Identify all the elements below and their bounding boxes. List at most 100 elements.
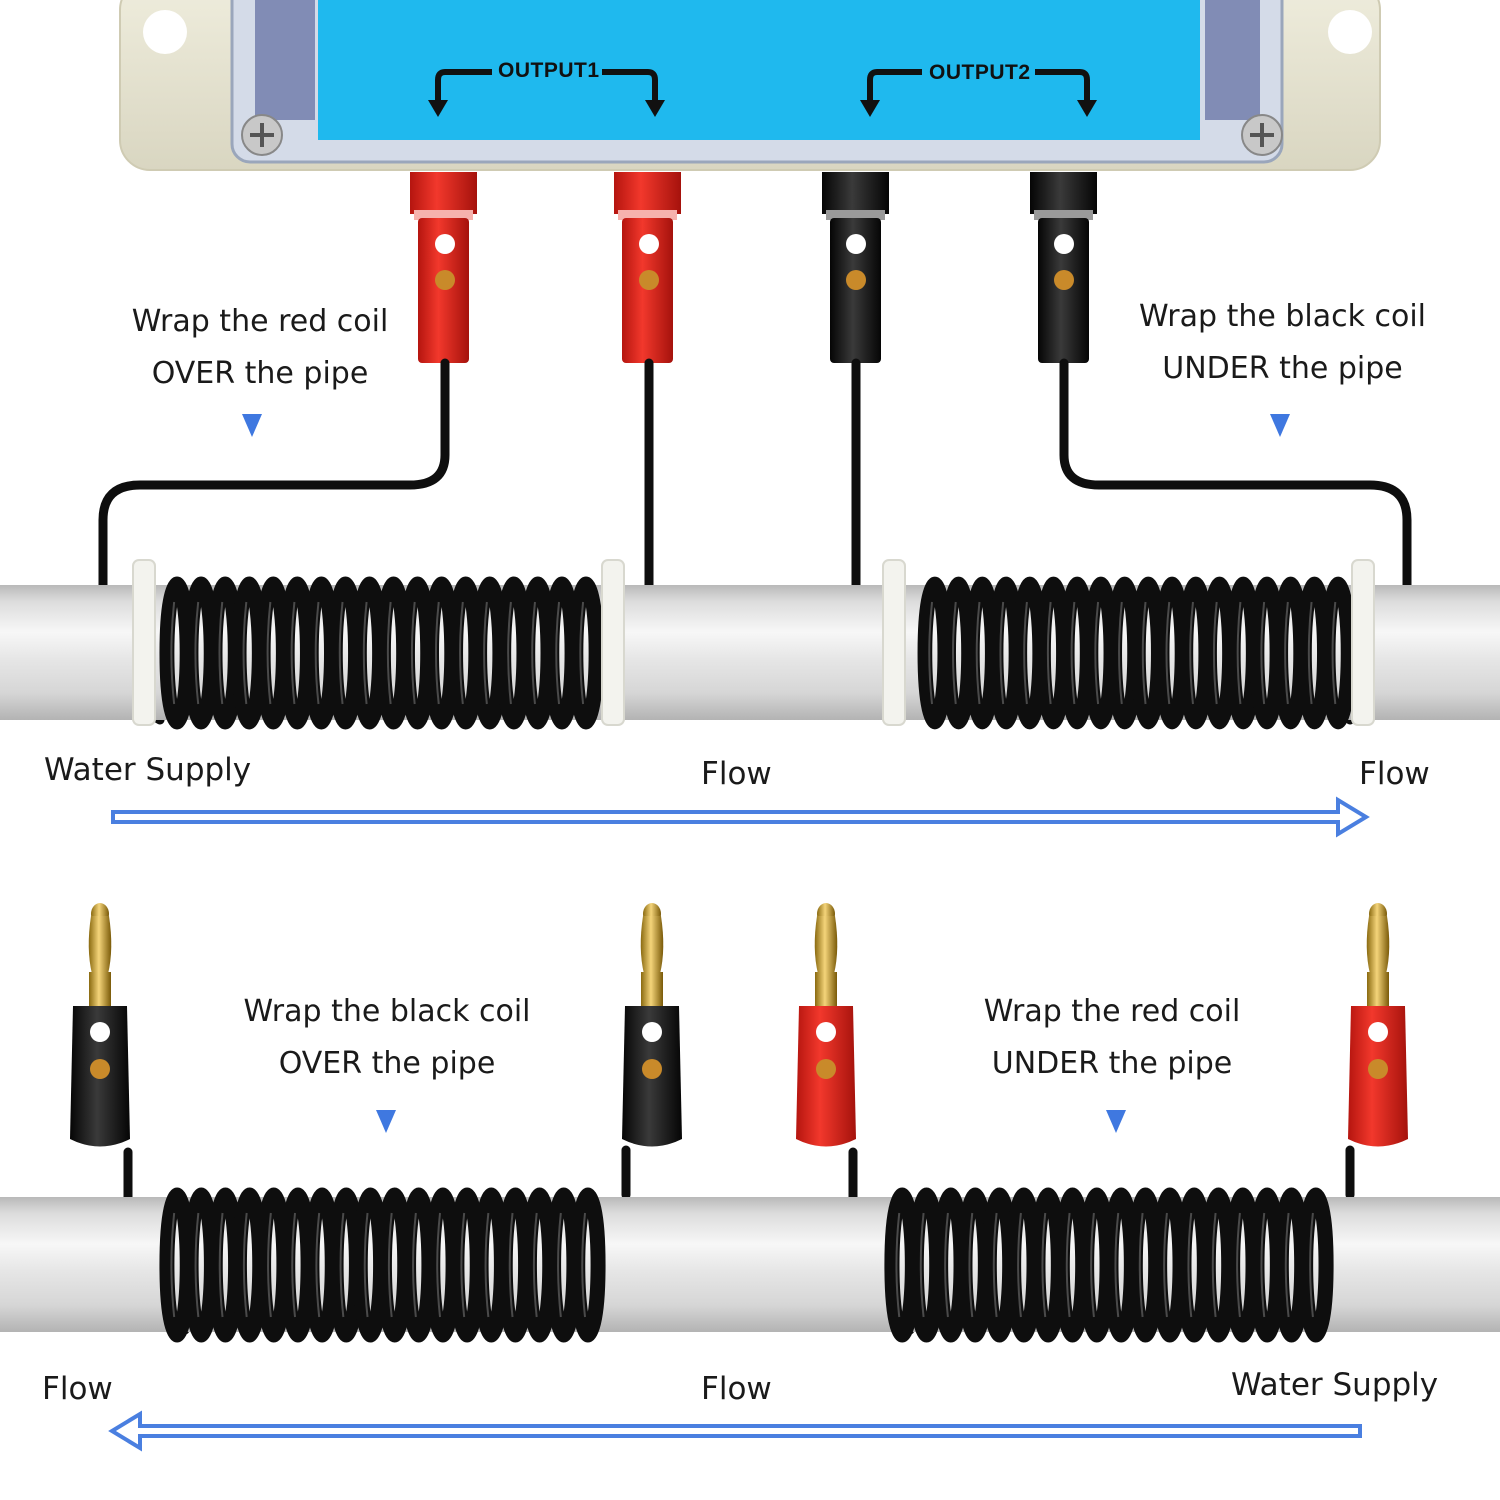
- coil-highlight: [1260, 601, 1266, 705]
- coil-highlight: [412, 1212, 417, 1318]
- coil-highlight: [459, 601, 464, 705]
- coil-highlight: [1307, 601, 1313, 705]
- bottom-flow-middle-label: Flow: [701, 1371, 772, 1407]
- coil-highlight: [1041, 1212, 1047, 1318]
- coil-highlight: [581, 1212, 587, 1318]
- bottom-right-instruction: Wrap the red coil UNDER the pipe: [962, 986, 1262, 1090]
- coil-highlight: [555, 601, 561, 705]
- instruction-line-1: Wrap the red coil: [131, 304, 389, 339]
- coil-highlight: [435, 601, 440, 705]
- coil-highlight: [1236, 601, 1242, 705]
- output1-arrow-icon: [435, 69, 658, 102]
- mount-hole-left: [143, 10, 187, 54]
- top-flow-start-label: Water Supply: [44, 752, 252, 788]
- output2-arrowhead-right: [1077, 100, 1097, 117]
- coil-highlight: [194, 601, 200, 705]
- top-connector-black-2: [1030, 172, 1097, 363]
- flow-arrow-left-icon: [108, 1410, 1362, 1452]
- down-arrow-icon: [1106, 1110, 1126, 1133]
- down-arrow-icon: [242, 414, 262, 437]
- coil-highlight: [557, 1212, 562, 1318]
- flow-arrow-right-icon: [111, 796, 1370, 838]
- top-right-instruction: Wrap the black coil UNDER the pipe: [1120, 291, 1445, 395]
- coil-highlight: [1114, 1212, 1120, 1318]
- coil-highlight: [484, 1212, 490, 1318]
- output2-arrow-icon: [867, 69, 1090, 102]
- coil-highlight: [1023, 601, 1028, 705]
- bottom-left-instruction: Wrap the black coil OVER the pipe: [222, 986, 552, 1090]
- coil-turn: [1298, 1187, 1334, 1343]
- screw-icon: [241, 114, 283, 156]
- instruction-line-1: Wrap the black coil: [243, 994, 531, 1029]
- coil-highlight: [1211, 1212, 1217, 1318]
- instruction-line-1: Wrap the red coil: [983, 994, 1241, 1029]
- coil-bottom-right: [884, 1187, 1334, 1343]
- coil-highlight: [266, 601, 272, 705]
- coil-top-right: [917, 576, 1356, 730]
- output2-arrowhead-left: [860, 100, 880, 117]
- coil-highlight: [170, 1212, 176, 1318]
- coil-highlight: [1212, 601, 1218, 705]
- coil-highlight: [579, 601, 585, 705]
- instruction-line-2: OVER the pipe: [151, 356, 369, 391]
- coil-top-left: [159, 576, 604, 730]
- coil-highlight: [507, 601, 512, 705]
- top-connector-black-1: [822, 172, 889, 363]
- coil-highlight: [999, 601, 1005, 705]
- coil-highlight: [242, 1212, 248, 1318]
- output1-arrowhead-right: [645, 100, 665, 117]
- bottom-flow-start-label: Flow: [42, 1371, 113, 1407]
- down-arrow-icon: [1270, 414, 1290, 437]
- banana-plug-red-left: [796, 903, 856, 1147]
- coil-highlight: [895, 1212, 901, 1318]
- instruction-line-2: UNDER the pipe: [1162, 351, 1403, 386]
- coil-highlight: [1189, 601, 1194, 705]
- coil-highlight: [1163, 1212, 1168, 1318]
- control-box: [119, 0, 1381, 171]
- top-connector-red-2: [614, 172, 681, 363]
- top-connector-red-1: [410, 172, 477, 363]
- instruction-line-2: UNDER the pipe: [991, 1046, 1233, 1081]
- coil-highlight: [436, 1212, 442, 1318]
- coil-turn: [570, 1187, 606, 1343]
- coil-highlight: [314, 601, 320, 705]
- coil-highlight: [531, 601, 536, 705]
- coil-highlight: [267, 1212, 272, 1318]
- coil-highlight: [944, 1212, 949, 1318]
- coil-highlight: [483, 601, 488, 705]
- coil-highlight: [363, 1212, 369, 1318]
- top-left-instruction: Wrap the red coil OVER the pipe: [110, 296, 410, 400]
- coil-highlight: [1331, 601, 1337, 705]
- output1-arrowhead-left: [428, 100, 448, 117]
- coil-highlight: [1309, 1212, 1314, 1318]
- coil-highlight: [975, 601, 981, 705]
- coil-bottom-left: [159, 1187, 606, 1343]
- coil-highlight: [410, 601, 416, 705]
- mount-hole-right: [1328, 10, 1372, 54]
- coil-highlight: [1165, 601, 1171, 705]
- coil-highlight: [928, 601, 934, 705]
- coil-highlight: [919, 1212, 925, 1318]
- coil-highlight: [1017, 1212, 1022, 1318]
- coil-highlight: [1284, 1212, 1290, 1318]
- coil-highlight: [460, 1212, 466, 1318]
- banana-plug-black-left: [70, 903, 130, 1147]
- coil-highlight: [1141, 601, 1147, 705]
- banana-plug-red-right: [1348, 903, 1408, 1147]
- coil-highlight: [339, 1212, 345, 1318]
- down-arrow-icon: [376, 1110, 396, 1133]
- bottom-flow-end-label: Water Supply: [1231, 1367, 1439, 1403]
- coil-highlight: [1187, 1212, 1193, 1318]
- coil-highlight: [338, 601, 344, 705]
- screw-icon: [1241, 114, 1283, 156]
- coil-highlight: [1094, 601, 1100, 705]
- coil-highlight: [290, 601, 296, 705]
- coil-highlight: [218, 601, 224, 705]
- output2-label: OUTPUT2: [929, 61, 1031, 84]
- coil-highlight: [291, 1212, 297, 1318]
- coil-highlight: [1118, 601, 1123, 705]
- coil-highlight: [968, 1212, 974, 1318]
- top-flow-end-label: Flow: [1359, 756, 1430, 792]
- coil-highlight: [992, 1212, 998, 1318]
